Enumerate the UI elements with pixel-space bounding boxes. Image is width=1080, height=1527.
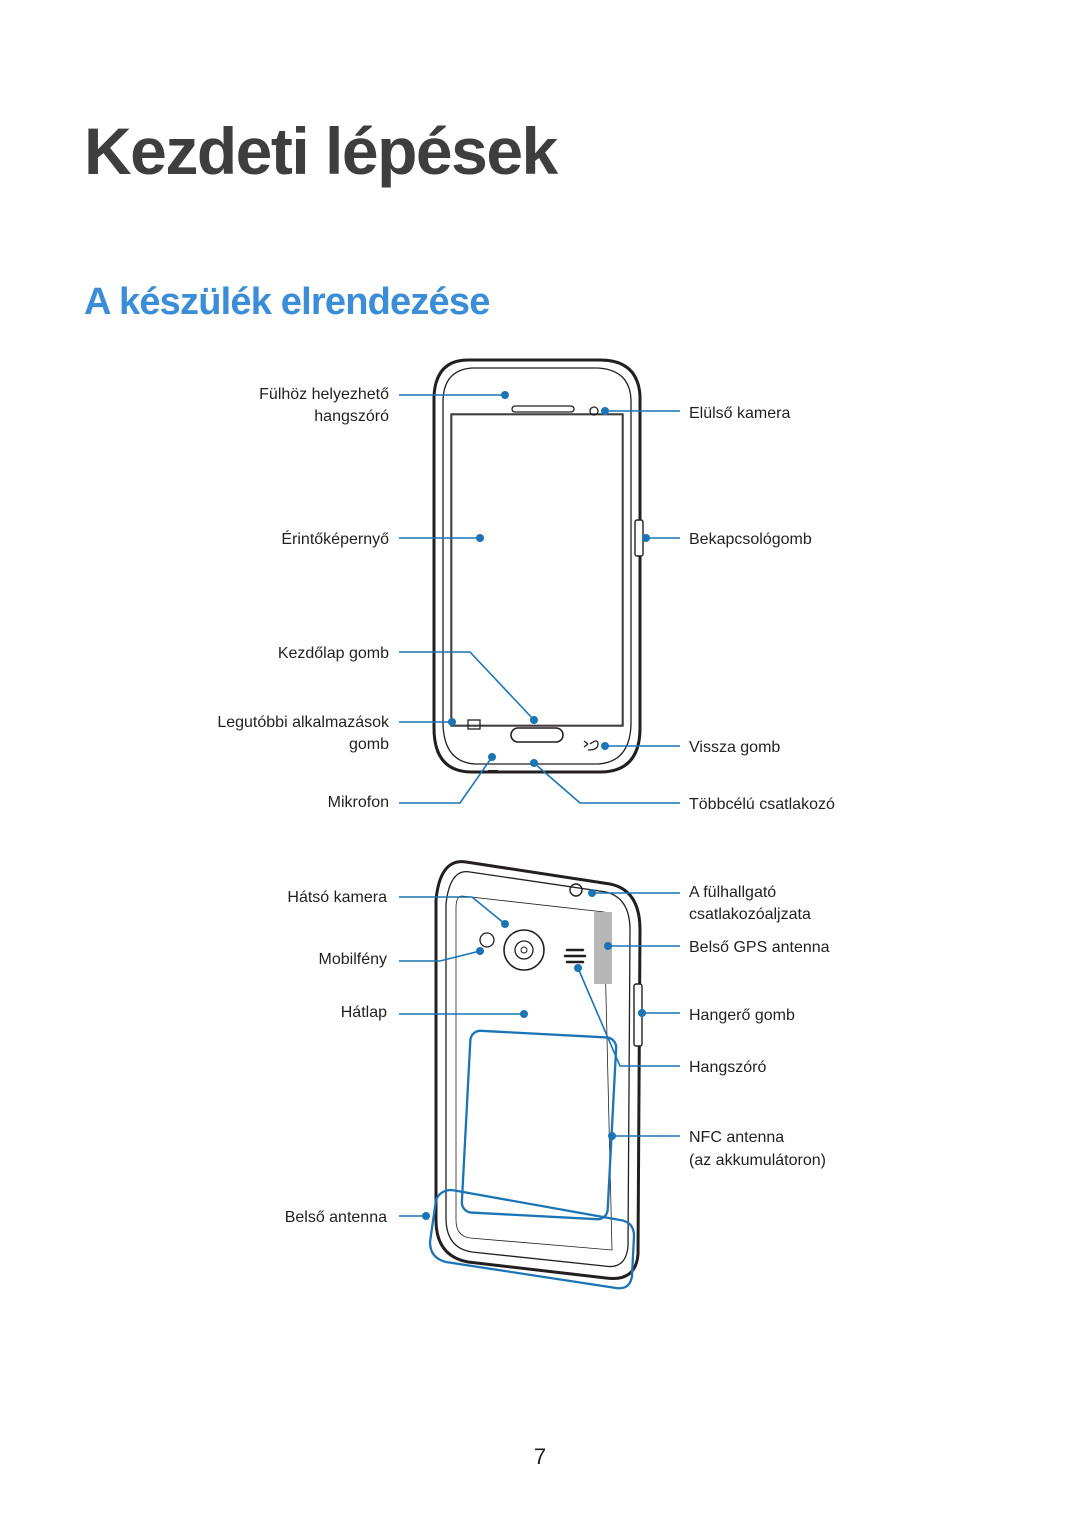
back-speaker-grille	[563, 948, 587, 964]
label-microphone: Mikrofon	[328, 794, 389, 811]
front-body-outer	[432, 358, 642, 774]
label-home-key: Kezdőlap gomb	[278, 645, 389, 662]
label-multipurpose-jack: Többcélú csatlakozó	[689, 796, 835, 813]
back-key-icon	[583, 740, 599, 751]
label-earpiece-line2: hangszóró	[314, 408, 389, 425]
label-earpiece-line1: Fülhöz helyezhető	[259, 386, 389, 403]
rear-camera-inner	[514, 940, 534, 960]
label-back-cover: Hátlap	[341, 1004, 387, 1021]
power-key	[634, 519, 644, 557]
label-volume-key: Hangerő gomb	[689, 1007, 795, 1024]
label-recent-apps-line2: gomb	[349, 736, 389, 753]
rear-camera-lens	[503, 929, 545, 971]
label-main-antenna: Belső antenna	[285, 1209, 387, 1226]
front-screen	[451, 414, 623, 726]
main-antenna-outline	[428, 1188, 636, 1290]
back-body-outer	[434, 860, 642, 1280]
headset-jack-hole	[569, 883, 583, 897]
flash	[479, 932, 495, 948]
label-front-camera: Elülső kamera	[689, 405, 790, 422]
front-body-inner	[442, 367, 632, 765]
label-rear-camera: Hátsó kamera	[287, 889, 387, 906]
label-flash: Mobilfény	[319, 951, 387, 968]
label-speaker: Hangszóró	[689, 1059, 766, 1076]
label-nfc-line2: (az akkumulátoron)	[689, 1152, 826, 1169]
label-recent-apps-line1: Legutóbbi alkalmazások	[217, 714, 390, 731]
label-power-key: Bekapcsológomb	[689, 531, 812, 548]
back-body-inner	[445, 870, 631, 1268]
section-title: A készülék elrendezése	[84, 281, 490, 323]
front-earpiece-grille	[511, 405, 575, 413]
label-back-key: Vissza gomb	[689, 739, 780, 756]
front-screen-frame	[450, 413, 624, 727]
page-title: Kezdeti lépések	[84, 114, 558, 188]
rear-camera-center	[520, 946, 528, 954]
callout-lines	[399, 394, 680, 1217]
label-gps-antenna: Belső GPS antenna	[689, 939, 830, 956]
label-headset-jack-line1: A fülhallgató	[689, 884, 776, 901]
front-camera-lens	[589, 406, 599, 416]
recent-apps-key	[467, 719, 481, 730]
back-device	[428, 860, 643, 1290]
label-touchscreen: Érintőképernyő	[281, 529, 389, 548]
callout-dots	[422, 391, 650, 1220]
page-number: 7	[533, 1444, 547, 1469]
nfc-antenna-outline	[460, 1029, 618, 1221]
label-headset-jack-line2: csatlakozóaljzata	[689, 906, 811, 923]
front-device	[432, 358, 644, 774]
label-nfc-line1: NFC antenna	[689, 1129, 784, 1146]
home-key	[510, 727, 564, 743]
gps-antenna-area	[594, 912, 612, 984]
